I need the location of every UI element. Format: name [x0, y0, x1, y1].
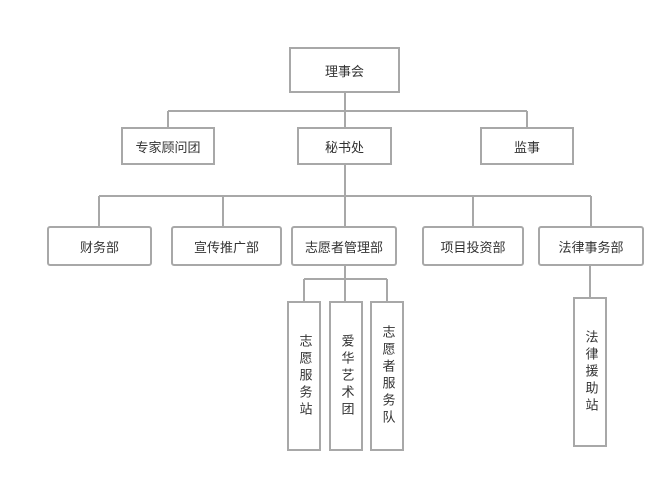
- node-legal-aid-station: 法律援助站: [573, 297, 607, 447]
- node-investment-dept: 项目投资部: [422, 226, 524, 266]
- node-finance-dept-label: 财务部: [79, 240, 119, 256]
- node-expert-advisory-label: 专家顾问团: [135, 140, 201, 156]
- node-volunteer-station: 志愿服务站: [287, 301, 321, 451]
- node-council: 理事会: [289, 47, 400, 93]
- node-volunteer-mgmt-dept: 志愿者管理部: [291, 226, 397, 266]
- node-volunteer-station-label: 志愿服务站: [296, 333, 312, 419]
- node-council-label: 理事会: [324, 64, 364, 80]
- node-aihua-art-troupe: 爱华艺术团: [329, 301, 363, 451]
- node-legal-dept-label: 法律事务部: [558, 240, 624, 256]
- node-investment-dept-label: 项目投资部: [440, 240, 506, 256]
- node-expert-advisory: 专家顾问团: [121, 127, 215, 165]
- node-publicity-dept: 宣传推广部: [171, 226, 282, 266]
- node-legal-dept: 法律事务部: [538, 226, 644, 266]
- node-publicity-dept-label: 宣传推广部: [193, 240, 259, 256]
- node-volunteer-mgmt-dept-label: 志愿者管理部: [304, 240, 383, 256]
- node-secretariat: 秘书处: [297, 127, 392, 165]
- node-finance-dept: 财务部: [47, 226, 152, 266]
- node-supervisor: 监事: [480, 127, 574, 165]
- node-legal-aid-station-label: 法律援助站: [582, 329, 598, 415]
- node-volunteer-team: 志愿者服务队: [370, 301, 404, 451]
- node-secretariat-label: 秘书处: [324, 140, 364, 156]
- node-supervisor-label: 监事: [513, 140, 540, 156]
- node-volunteer-team-label: 志愿者服务队: [379, 325, 395, 427]
- node-aihua-art-troupe-label: 爱华艺术团: [338, 333, 354, 419]
